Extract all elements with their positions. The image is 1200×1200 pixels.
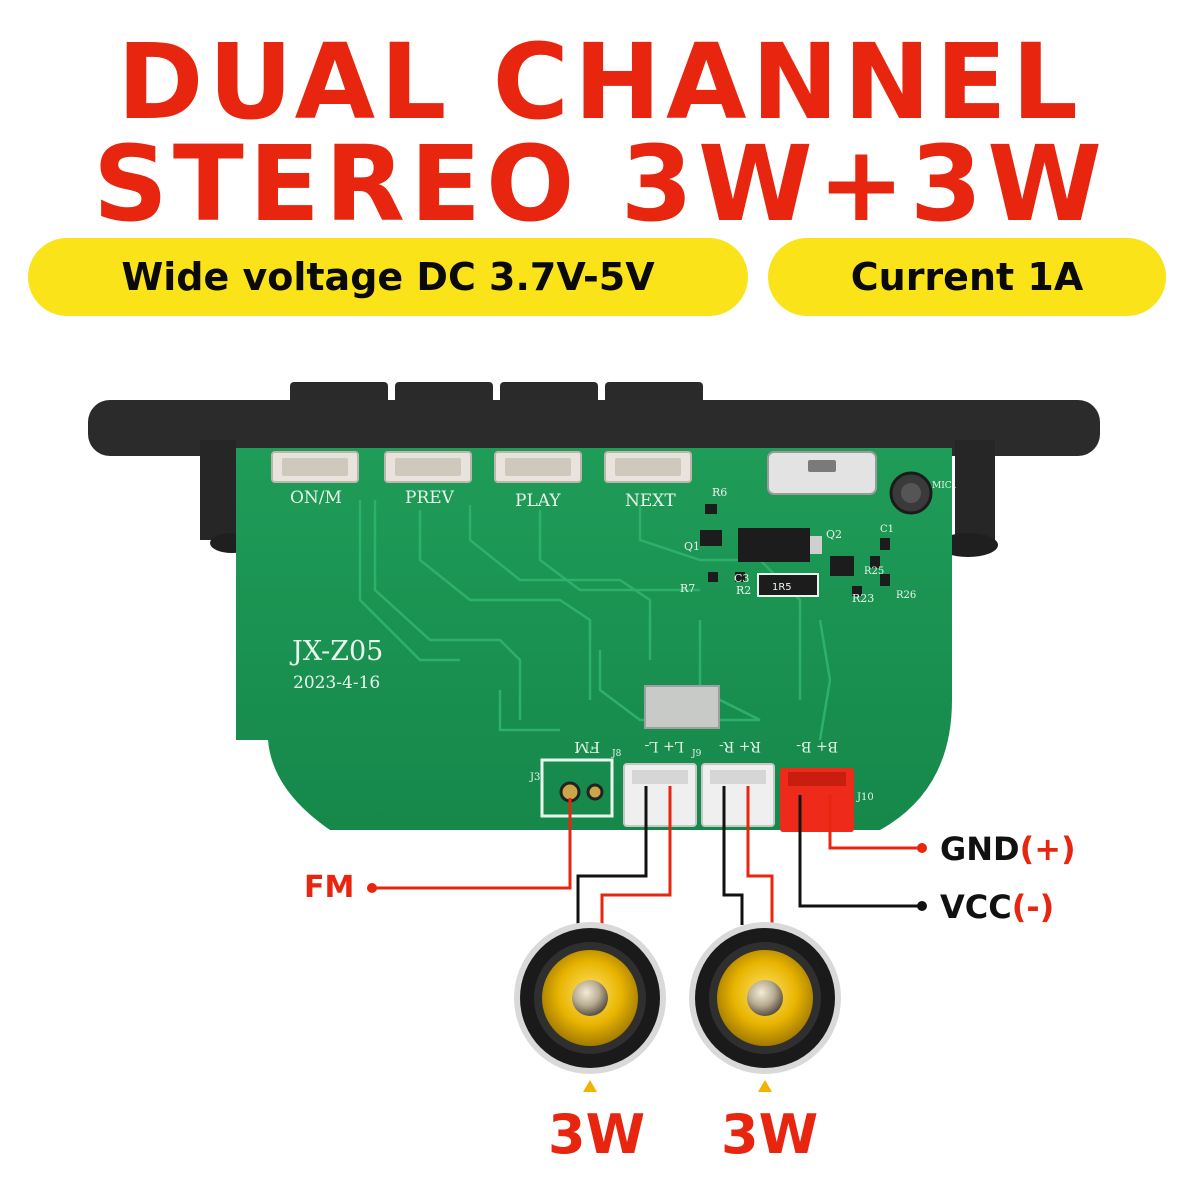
power-silkscreen: B+ B- xyxy=(796,738,838,754)
front-panel xyxy=(88,382,1100,557)
title-line-1: DUAL CHANNEL xyxy=(117,21,1083,143)
fm-silkscreen: FM xyxy=(574,738,600,756)
arrow-up-icon xyxy=(758,1080,772,1092)
left-silkscreen: L+ L- xyxy=(644,738,684,754)
speaker-left xyxy=(514,922,666,1074)
label-q1: Q1 xyxy=(684,540,700,553)
smd-components xyxy=(700,504,890,597)
speaker-left-power: 3W xyxy=(548,1103,646,1166)
gnd-callout: GND(+) xyxy=(940,830,1076,868)
right-silkscreen: R+ R- xyxy=(719,738,761,754)
fm-connector-j3 xyxy=(540,758,614,818)
power-connector-j10 xyxy=(780,768,854,832)
label-1r5: 1R5 xyxy=(772,582,792,593)
fm-callout: FM xyxy=(304,870,355,905)
right-channel-connector-j9 xyxy=(701,763,775,827)
board-date: 2023-4-16 xyxy=(293,673,380,693)
label-j10: J10 xyxy=(856,792,874,803)
vcc-text: VCC xyxy=(940,888,1012,926)
label-c3: C3 xyxy=(734,572,749,585)
voltage-text: Wide voltage DC 3.7V-5V xyxy=(121,255,655,299)
board-model: JX-Z05 xyxy=(289,636,383,667)
current-text: Current 1A xyxy=(850,255,1084,299)
speaker-right xyxy=(689,922,841,1074)
label-r23: R23 xyxy=(852,592,874,605)
button-label-play: PLAY xyxy=(515,491,561,511)
current-badge: Current 1A xyxy=(768,238,1166,316)
speaker-right-power: 3W xyxy=(721,1103,819,1166)
gnd-sign: (+) xyxy=(1019,830,1076,868)
label-c1: C1 xyxy=(880,524,894,535)
label-mic1: MIC1 xyxy=(932,481,957,491)
usb-port xyxy=(767,451,877,495)
button-label-prev: PREV xyxy=(405,488,455,508)
label-r2: R2 xyxy=(736,584,751,597)
label-r25: R25 xyxy=(864,566,884,577)
vcc-sign: (-) xyxy=(1011,888,1055,926)
vcc-callout: VCC(-) xyxy=(940,888,1054,926)
label-j3: J3 xyxy=(529,772,540,783)
title-line-2: STEREO 3W+3W xyxy=(93,123,1107,245)
voltage-badge: Wide voltage DC 3.7V-5V xyxy=(28,238,748,316)
left-channel-connector-j8 xyxy=(623,763,697,827)
label-r26: R26 xyxy=(896,590,916,601)
arrow-up-icon xyxy=(583,1080,597,1092)
label-q2: Q2 xyxy=(826,528,842,541)
gnd-text: GND xyxy=(940,830,1020,868)
label-j9: J9 xyxy=(691,749,702,759)
label-j8: J8 xyxy=(611,749,622,759)
wiring xyxy=(367,786,927,925)
label-r6: R6 xyxy=(712,486,727,499)
button-label-next: NEXT xyxy=(625,491,676,511)
button-label-on-m: ON/M xyxy=(290,488,342,508)
pcb-traces xyxy=(358,500,832,741)
label-r7: R7 xyxy=(680,582,695,595)
chip-area xyxy=(644,685,720,729)
